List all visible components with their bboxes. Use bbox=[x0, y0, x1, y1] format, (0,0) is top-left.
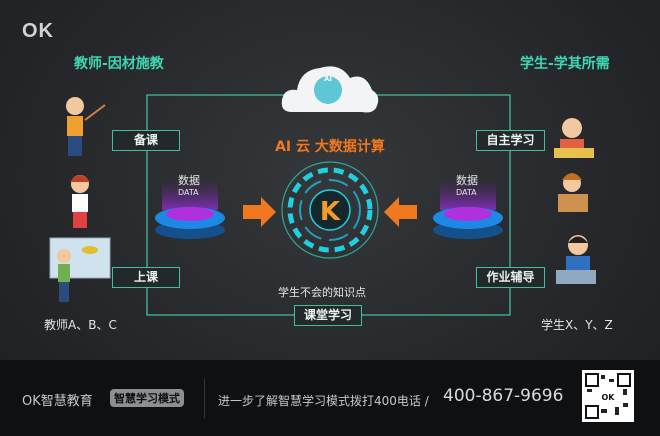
ai-cloud-icon: AI bbox=[281, 66, 379, 113]
teacher-c-icon bbox=[49, 237, 111, 302]
prepare-lesson-box: 备课 bbox=[112, 130, 180, 151]
students-label: 学生X、Y、Z bbox=[541, 318, 613, 332]
svg-text:K: K bbox=[320, 197, 341, 227]
data-left-title: 数据 bbox=[178, 174, 200, 187]
cloud-ai-label: AI bbox=[324, 75, 332, 83]
data-platform-left-icon bbox=[155, 180, 225, 239]
ok-logo: OK bbox=[22, 20, 54, 42]
student-x-icon bbox=[554, 118, 594, 158]
student-heading: 学生-学其所需 bbox=[520, 56, 610, 72]
self-study-box: 自主学习 bbox=[476, 130, 545, 151]
k-core-icon: K bbox=[281, 161, 379, 259]
qr-code[interactable]: OK bbox=[582, 370, 634, 422]
data-left-sub: DATA bbox=[178, 188, 199, 197]
homework-box: 作业辅导 bbox=[476, 267, 545, 288]
svg-text:OK: OK bbox=[602, 393, 616, 402]
teacher-a-icon bbox=[66, 97, 106, 156]
student-z-icon bbox=[556, 235, 596, 284]
unknown-points-label: 学生不会的知识点 bbox=[278, 286, 366, 299]
classroom-box: 课堂学习 bbox=[294, 305, 362, 326]
center-title: AI 云 大数据计算 bbox=[275, 139, 385, 155]
student-y-icon bbox=[558, 173, 588, 212]
footer-cta: 进一步了解智慧学习模式拨打400电话 / bbox=[218, 394, 429, 408]
mode-badge: 智慧学习模式 bbox=[110, 389, 184, 407]
data-right-title: 数据 bbox=[456, 174, 478, 187]
arrow-right-icon bbox=[243, 197, 276, 227]
footer-brand: OK智慧教育 bbox=[22, 394, 93, 409]
teacher-heading: 教师-因材施教 bbox=[74, 56, 164, 72]
data-right-sub: DATA bbox=[456, 188, 477, 197]
qr-code-icon: OK bbox=[585, 373, 631, 419]
flow-lines: AI K bbox=[49, 66, 596, 316]
lecture-box: 上课 bbox=[112, 267, 180, 288]
footer-divider bbox=[204, 378, 205, 418]
arrow-left-icon bbox=[384, 197, 417, 227]
teacher-b-icon bbox=[70, 175, 90, 228]
data-platform-right-icon bbox=[433, 180, 503, 239]
teachers-label: 教师A、B、C bbox=[44, 318, 117, 332]
phone-number[interactable]: 400-867-9696 bbox=[443, 386, 564, 406]
